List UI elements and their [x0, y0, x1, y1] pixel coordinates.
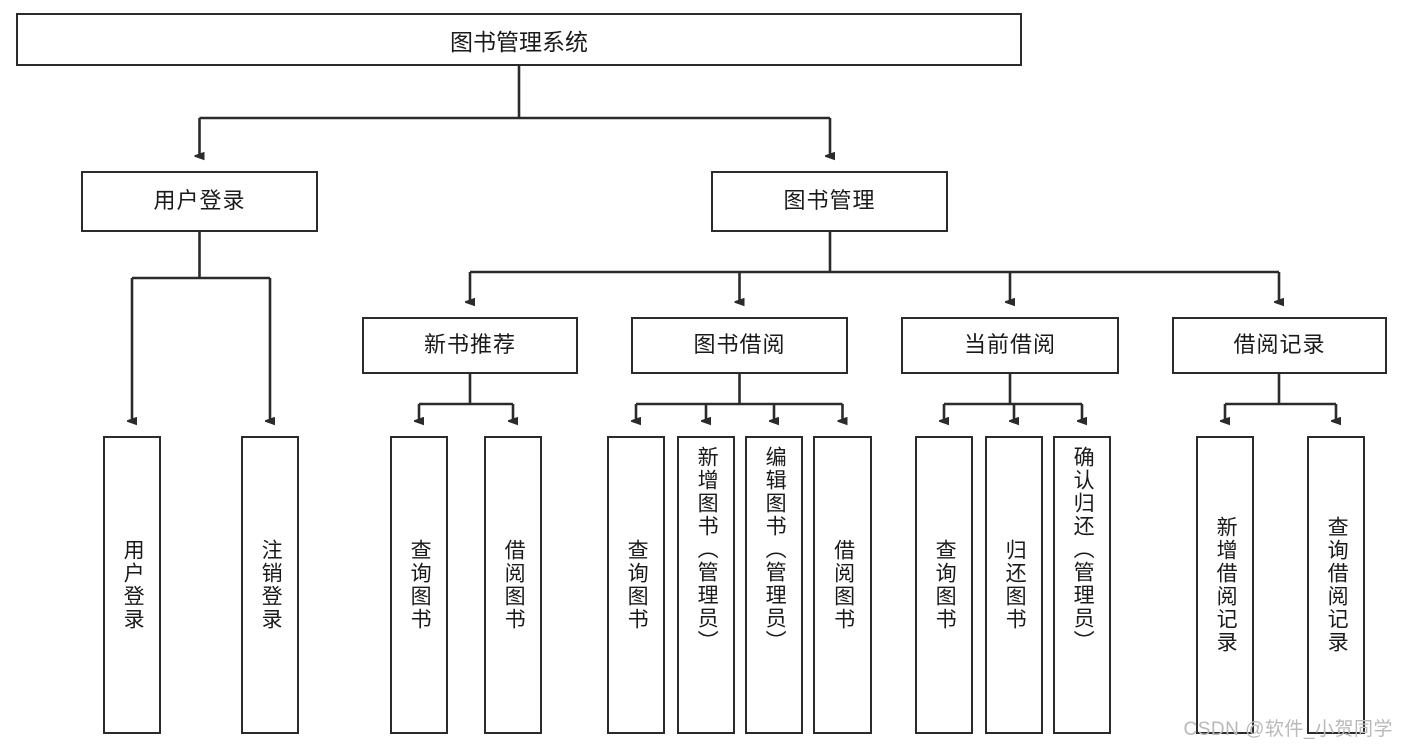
- node-leaf-query-borrow-record-label: 查询借阅记录: [1325, 516, 1349, 654]
- node-leaf-query-book-3[interactable]: 查询图书: [915, 436, 973, 734]
- node-new-book-recommend[interactable]: 新书推荐: [362, 317, 578, 374]
- node-root[interactable]: 图书管理系统: [16, 13, 1022, 66]
- node-leaf-borrow-book-2-label: 借阅图书: [831, 539, 855, 631]
- node-leaf-user-login-label: 用户登录: [121, 539, 145, 631]
- node-root-label: 图书管理系统: [450, 28, 588, 55]
- node-leaf-add-borrow-record-label: 新增借阅记录: [1214, 516, 1238, 654]
- node-leaf-query-book-2-label: 查询图书: [625, 539, 649, 631]
- watermark: CSDN @软件_小贺同学: [1183, 719, 1393, 740]
- node-borrow-record-label: 借阅记录: [1233, 332, 1326, 358]
- node-leaf-user-logout-label: 注销登录: [259, 539, 283, 631]
- node-book-manage-label: 图书管理: [783, 188, 876, 214]
- node-leaf-confirm-return-admin-label: 确认归还（管理员）: [1071, 446, 1095, 653]
- node-leaf-query-book-1[interactable]: 查询图书: [390, 436, 448, 734]
- node-leaf-borrow-book-1[interactable]: 借阅图书: [484, 436, 542, 734]
- node-leaf-return-book-label: 归还图书: [1003, 539, 1027, 631]
- node-leaf-add-borrow-record[interactable]: 新增借阅记录: [1196, 436, 1254, 734]
- node-leaf-borrow-book-1-label: 借阅图书: [502, 539, 526, 631]
- node-leaf-user-login[interactable]: 用户登录: [103, 436, 161, 734]
- node-leaf-return-book[interactable]: 归还图书: [985, 436, 1043, 734]
- node-user-login[interactable]: 用户登录: [81, 171, 318, 232]
- node-current-borrow-label: 当前借阅: [963, 332, 1056, 358]
- node-book-manage[interactable]: 图书管理: [711, 171, 948, 232]
- node-leaf-query-book-1-label: 查询图书: [408, 539, 432, 631]
- node-leaf-query-borrow-record[interactable]: 查询借阅记录: [1307, 436, 1365, 734]
- node-borrow-record[interactable]: 借阅记录: [1172, 317, 1387, 374]
- node-leaf-query-book-2[interactable]: 查询图书: [607, 436, 665, 734]
- node-leaf-edit-book-admin[interactable]: 编辑图书（管理员）: [745, 436, 803, 734]
- node-book-borrow[interactable]: 图书借阅: [631, 317, 848, 374]
- node-leaf-confirm-return-admin[interactable]: 确认归还（管理员）: [1053, 436, 1111, 734]
- node-book-borrow-label: 图书借阅: [693, 332, 786, 358]
- node-new-book-recommend-label: 新书推荐: [423, 332, 516, 358]
- node-leaf-user-logout[interactable]: 注销登录: [241, 436, 299, 734]
- node-leaf-edit-book-admin-label: 编辑图书（管理员）: [763, 446, 787, 653]
- node-leaf-query-book-3-label: 查询图书: [933, 539, 957, 631]
- node-leaf-add-book-admin[interactable]: 新增图书（管理员）: [677, 436, 735, 734]
- node-user-login-label: 用户登录: [153, 188, 246, 214]
- node-leaf-add-book-admin-label: 新增图书（管理员）: [695, 446, 719, 653]
- node-leaf-borrow-book-2[interactable]: 借阅图书: [813, 436, 872, 734]
- node-current-borrow[interactable]: 当前借阅: [901, 317, 1119, 374]
